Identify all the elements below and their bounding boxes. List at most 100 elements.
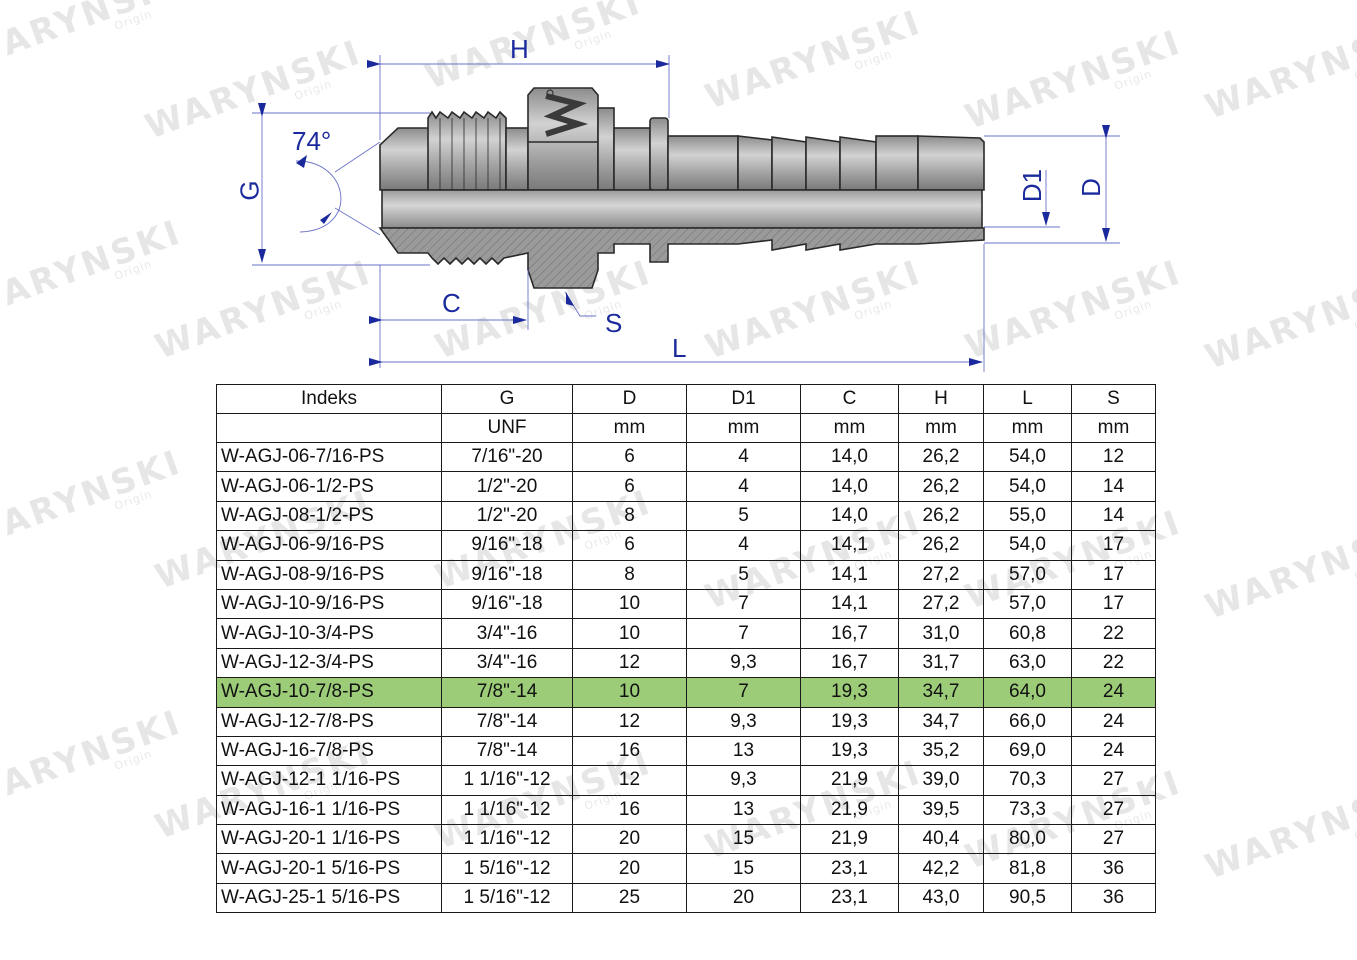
- value-cell: 9/16"-18: [441, 559, 573, 590]
- value-cell: 70,3: [983, 765, 1072, 796]
- value-cell: 7: [686, 618, 801, 649]
- unit-cell: mm: [572, 413, 687, 443]
- value-cell: 34,7: [898, 677, 984, 708]
- column-header: H: [898, 384, 984, 414]
- column-header: D: [572, 384, 687, 414]
- value-cell: 9,3: [686, 706, 801, 737]
- product-index-cell: W-AGJ-20-1 1/16-PS: [216, 824, 442, 855]
- value-cell: 24: [1071, 706, 1156, 737]
- value-cell: 55,0: [983, 500, 1072, 532]
- value-cell: 14,1: [800, 559, 899, 590]
- value-cell: 6: [572, 471, 687, 502]
- value-cell: 26,2: [898, 471, 984, 502]
- value-cell: 7/16"-20: [441, 441, 573, 473]
- value-cell: 15: [686, 853, 801, 884]
- value-cell: 39,0: [898, 765, 984, 796]
- product-index-cell: W-AGJ-10-3/4-PS: [216, 618, 442, 649]
- value-cell: 5: [686, 500, 801, 532]
- column-header: D1: [686, 384, 801, 414]
- dimension-label-d1: D1: [1017, 168, 1048, 203]
- value-cell: 27,2: [898, 588, 984, 620]
- value-cell: 6: [572, 441, 687, 473]
- value-cell: 21,9: [800, 794, 899, 826]
- product-index-cell: W-AGJ-08-9/16-PS: [216, 559, 442, 590]
- value-cell: 54,0: [983, 441, 1072, 473]
- value-cell: 73,3: [983, 794, 1072, 826]
- dimension-label-d: D: [1075, 178, 1106, 197]
- value-cell: 27: [1071, 765, 1156, 796]
- value-cell: 69,0: [983, 735, 1072, 767]
- product-index-cell: W-AGJ-12-1 1/16-PS: [216, 765, 442, 796]
- value-cell: 10: [572, 618, 687, 649]
- dimension-label-g: G: [234, 180, 265, 201]
- product-index-cell: W-AGJ-16-1 1/16-PS: [216, 794, 442, 826]
- value-cell: 19,3: [800, 677, 899, 708]
- value-cell: 9/16"-18: [441, 530, 573, 561]
- value-cell: 4: [686, 471, 801, 502]
- column-header: Indeks: [216, 384, 442, 414]
- value-cell: 7/8"-14: [441, 677, 573, 708]
- value-cell: 19,3: [800, 706, 899, 737]
- value-cell: 23,1: [800, 853, 899, 884]
- value-cell: 24: [1071, 677, 1156, 708]
- product-index-cell: W-AGJ-12-7/8-PS: [216, 706, 442, 737]
- product-index-cell: W-AGJ-20-1 5/16-PS: [216, 853, 442, 884]
- product-index-cell: W-AGJ-06-1/2-PS: [216, 471, 442, 502]
- value-cell: 20: [572, 853, 687, 884]
- value-cell: 9,3: [686, 765, 801, 796]
- column-header: S: [1071, 384, 1156, 414]
- value-cell: 36: [1071, 882, 1156, 914]
- dimension-label-h: H: [510, 34, 529, 64]
- value-cell: 21,9: [800, 765, 899, 796]
- value-cell: 22: [1071, 618, 1156, 649]
- value-cell: 14: [1071, 500, 1156, 532]
- value-cell: 8: [572, 559, 687, 590]
- value-cell: 27: [1071, 824, 1156, 855]
- value-cell: 14,1: [800, 530, 899, 561]
- table-units-row: UNF mm mm mm mm mm mm: [216, 413, 1156, 443]
- product-index-cell: W-AGJ-10-7/8-PS: [216, 677, 442, 708]
- value-cell: 81,8: [983, 853, 1072, 884]
- unit-cell: mm: [983, 413, 1072, 443]
- value-cell: 13: [686, 735, 801, 767]
- value-cell: 7/8"-14: [441, 735, 573, 767]
- value-cell: 12: [572, 706, 687, 737]
- product-index-cell: W-AGJ-12-3/4-PS: [216, 647, 442, 679]
- value-cell: 57,0: [983, 588, 1072, 620]
- value-cell: 16,7: [800, 618, 899, 649]
- value-cell: 1/2"-20: [441, 500, 573, 532]
- product-index-cell: W-AGJ-16-7/8-PS: [216, 735, 442, 767]
- value-cell: 17: [1071, 588, 1156, 620]
- column-header: C: [800, 384, 899, 414]
- value-cell: 26,2: [898, 530, 984, 561]
- value-cell: 19,3: [800, 735, 899, 767]
- value-cell: 3/4"-16: [441, 618, 573, 649]
- value-cell: 17: [1071, 559, 1156, 590]
- value-cell: 15: [686, 824, 801, 855]
- value-cell: 66,0: [983, 706, 1072, 737]
- value-cell: 31,7: [898, 647, 984, 679]
- value-cell: 31,0: [898, 618, 984, 649]
- table-header-row: Indeks G D D1 C H L S: [216, 384, 1156, 414]
- value-cell: 1/2"-20: [441, 471, 573, 502]
- value-cell: 14: [1071, 471, 1156, 502]
- value-cell: 34,7: [898, 706, 984, 737]
- hose-fitting-illustration: [252, 55, 1120, 372]
- value-cell: 7: [686, 588, 801, 620]
- unit-cell: UNF: [441, 413, 573, 443]
- value-cell: 3/4"-16: [441, 647, 573, 679]
- value-cell: 57,0: [983, 559, 1072, 590]
- value-cell: 12: [1071, 441, 1156, 473]
